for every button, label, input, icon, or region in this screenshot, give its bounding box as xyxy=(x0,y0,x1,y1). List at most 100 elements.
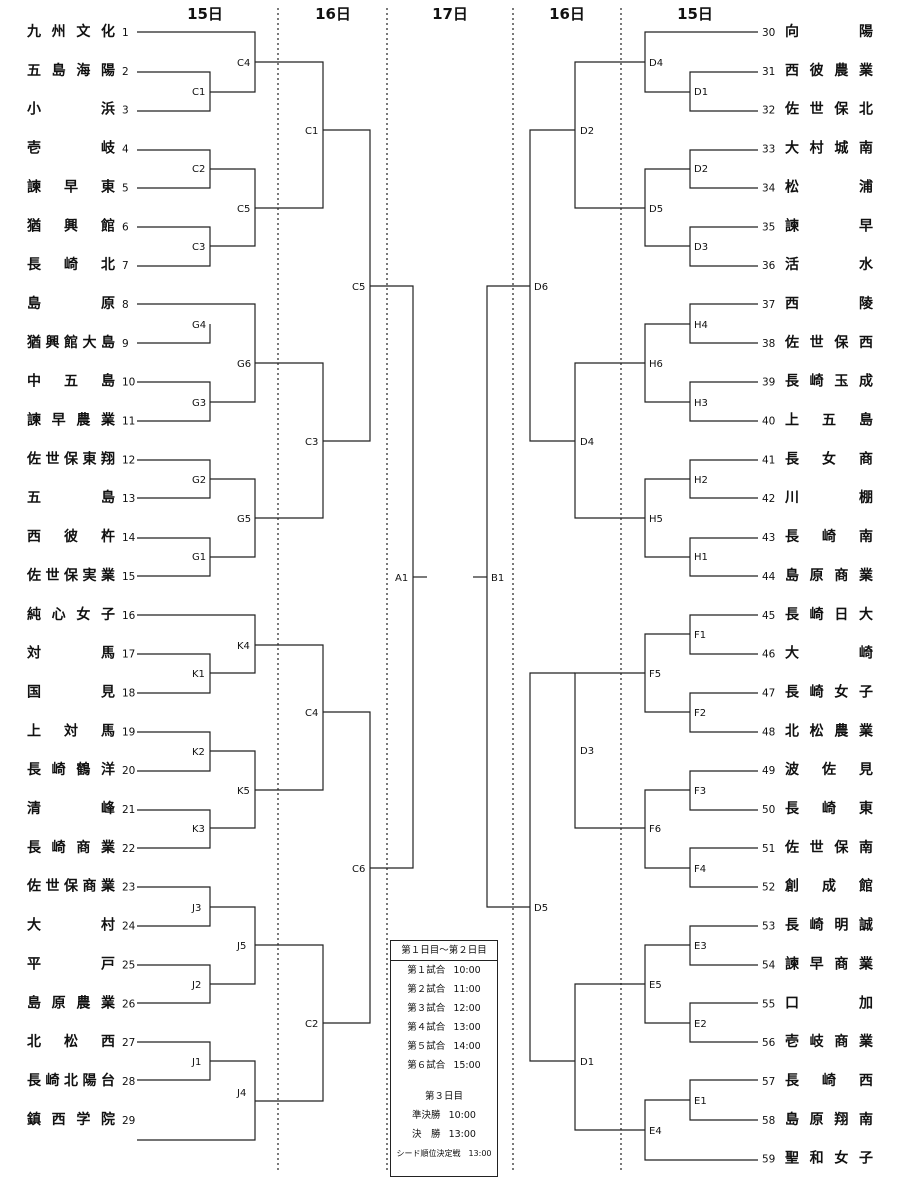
team-name-left: 国見 xyxy=(27,685,115,701)
day-header: 15日 xyxy=(677,5,713,23)
match-label: G5 xyxy=(237,514,251,525)
team-number-left: 17 xyxy=(122,649,135,661)
schedule-row-label: 第６試合 xyxy=(407,1060,446,1071)
team-name-right: 聖和女子 xyxy=(785,1150,873,1167)
team-number-right: 50 xyxy=(762,804,775,816)
team-number-left: 7 xyxy=(122,260,129,272)
team-name-left: 猶興館大島 xyxy=(26,334,115,351)
team-name-right: 長崎明誠 xyxy=(785,917,873,934)
team-number-left: 1 xyxy=(122,27,129,39)
team-number-left: 10 xyxy=(122,377,135,389)
team-number-left: 18 xyxy=(122,688,135,700)
match-label: K2 xyxy=(192,747,205,758)
match-label: G3 xyxy=(192,398,206,409)
team-name-right: 長崎西 xyxy=(785,1072,873,1089)
team-number-right: 49 xyxy=(762,765,775,777)
team-number-right: 44 xyxy=(762,571,776,583)
team-name-left: 対馬 xyxy=(26,645,115,662)
team-name-left: 佐世保実業 xyxy=(26,567,116,584)
match-label: B1 xyxy=(491,573,504,584)
match-label: E2 xyxy=(694,1019,707,1030)
match-label: G6 xyxy=(237,359,251,370)
team-name-right: 大崎 xyxy=(785,645,873,662)
team-number-left: 13 xyxy=(122,493,135,505)
team-number-left: 5 xyxy=(122,182,129,194)
team-name-right: 活水 xyxy=(785,256,874,273)
match-label: K3 xyxy=(192,824,205,835)
schedule-row-time: 13:00 xyxy=(453,1022,481,1033)
team-name-left: 清峰 xyxy=(27,800,116,817)
match-label: H6 xyxy=(649,359,663,370)
match-label: C4 xyxy=(305,708,318,719)
schedule-row-time: 13:00 xyxy=(468,1149,492,1158)
team-number-right: 54 xyxy=(762,959,776,971)
team-number-right: 35 xyxy=(762,221,775,233)
day-header: 16日 xyxy=(315,5,351,23)
match-label: D3 xyxy=(694,242,708,253)
schedule-row-time: 10:00 xyxy=(453,965,481,976)
match-label: G1 xyxy=(192,552,206,563)
team-name-right: 北松農業 xyxy=(785,722,874,739)
match-labels: C4 C1 C2 C5 C3 G4 G6 G3 G2 G5 G1 K4 K1 K… xyxy=(191,58,708,1137)
match-label: G4 xyxy=(192,320,206,331)
team-name-left: 平戸 xyxy=(27,956,115,972)
team-name-right: 佐世保西 xyxy=(784,334,873,351)
match-label: F1 xyxy=(694,630,706,641)
team-name-right: 島原商業 xyxy=(785,567,874,584)
schedule-row-time: 14:00 xyxy=(453,1041,481,1052)
match-label: D3 xyxy=(580,746,594,757)
team-number-left: 21 xyxy=(122,804,135,816)
team-number-right: 48 xyxy=(762,726,775,738)
team-name-left: 上対馬 xyxy=(27,722,115,739)
team-number-left: 29 xyxy=(122,1115,135,1127)
match-label: F2 xyxy=(694,708,706,719)
schedule-row-label: 第４試合 xyxy=(407,1022,446,1033)
match-label: H5 xyxy=(649,514,663,525)
team-name-right: 西彼農業 xyxy=(785,62,874,79)
team-number-right: 57 xyxy=(762,1076,775,1088)
team-name-left: 小浜 xyxy=(27,101,115,118)
team-name-right: 松浦 xyxy=(785,178,873,195)
match-label: J4 xyxy=(236,1088,246,1099)
match-label: K5 xyxy=(237,786,250,797)
team-number-right: 52 xyxy=(762,882,775,894)
match-label: D2 xyxy=(694,164,708,175)
team-number-left: 24 xyxy=(122,921,136,933)
match-label: C1 xyxy=(305,126,318,137)
schedule-day3-title: 第３日目 xyxy=(424,1091,463,1102)
team-number-right: 32 xyxy=(762,105,775,117)
schedule-row-label: 第３試合 xyxy=(407,1003,446,1014)
team-number-left: 15 xyxy=(122,571,135,583)
team-name-right: 長崎日大 xyxy=(785,606,873,623)
team-number-right: 46 xyxy=(762,649,776,661)
day-header: 16日 xyxy=(549,5,585,23)
match-label: J2 xyxy=(191,980,201,991)
match-label: H1 xyxy=(694,552,708,563)
match-label: D5 xyxy=(534,903,548,914)
team-name-left: 純心女子 xyxy=(27,606,115,623)
match-label: C3 xyxy=(192,242,205,253)
team-name-left: 猶興館 xyxy=(26,217,115,234)
team-number-right: 39 xyxy=(762,377,775,389)
team-number-right: 40 xyxy=(762,416,775,428)
team-name-left: 島原農業 xyxy=(27,994,116,1011)
team-name-left: 長崎北 xyxy=(27,256,115,273)
team-name-left: 西彼杵 xyxy=(27,528,115,545)
match-label: J5 xyxy=(236,941,246,952)
team-number-left: 14 xyxy=(122,532,136,544)
match-label: E4 xyxy=(649,1126,662,1137)
team-name-right: 諫早商業 xyxy=(785,955,874,972)
match-label: J1 xyxy=(191,1057,201,1068)
schedule-row-label: 第２試合 xyxy=(407,984,446,995)
team-name-right: 向陽 xyxy=(785,23,873,40)
left-bracket-lines xyxy=(137,31,427,1141)
team-name-left: 諫早農業 xyxy=(27,412,116,429)
team-number-right: 51 xyxy=(762,843,775,855)
schedule-row-label: 第１試合 xyxy=(407,965,446,976)
team-name-left: 北松西 xyxy=(27,1033,115,1050)
day-header: 17日 xyxy=(432,5,468,23)
match-label: C1 xyxy=(192,87,205,98)
